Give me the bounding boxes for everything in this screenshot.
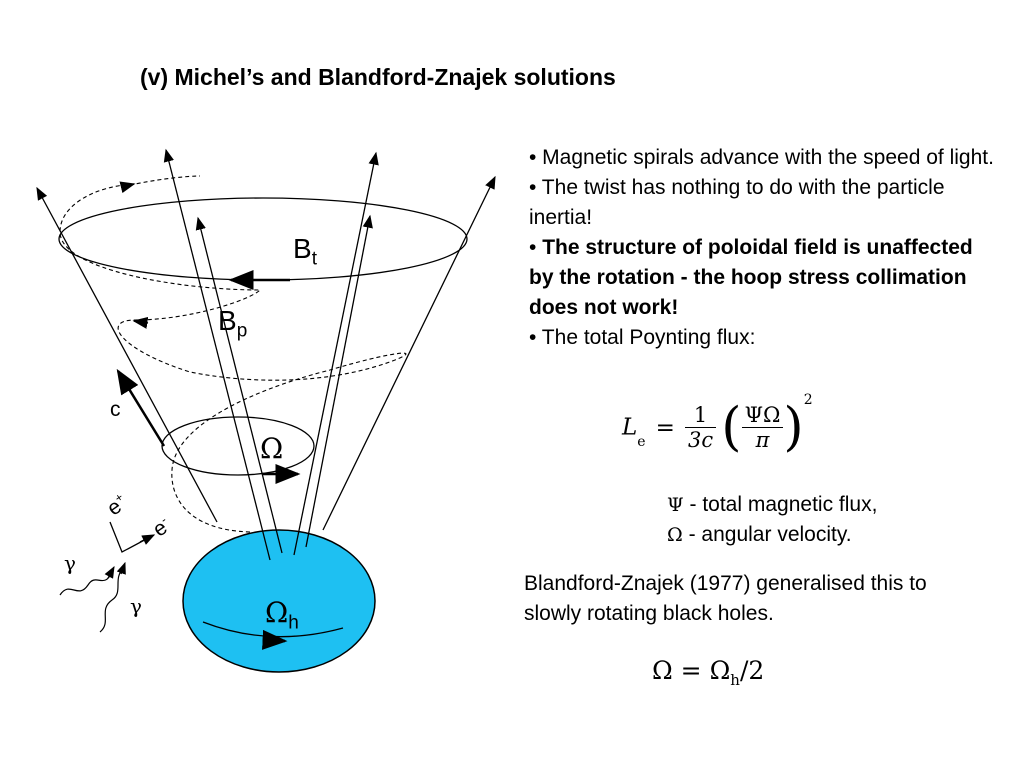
label-omega: Ω [260,432,284,465]
definition-psi-text: - total magnetic flux, [683,493,878,516]
field-line-right-2 [305,214,373,548]
formula-fraction: 1 3c [685,403,717,452]
black-hole-rotation-arrow [262,629,288,650]
label-gamma-2: γ [130,594,142,618]
formula-equals: = [655,414,675,441]
bullet-list: • Magnetic spirals advance with the spee… [529,143,999,353]
formula-frac-num: 1 [685,403,717,428]
label-c: c [110,398,121,421]
field-line-outer-left [36,186,218,523]
label-bt: Bt [293,233,317,271]
formula-inner-den: π [755,428,770,452]
bullet-3-text: The structure of poloidal field is unaff… [529,236,973,319]
lower-ring [161,416,315,476]
field-line-outer-right [322,175,496,531]
spiral-arrow-mid [132,316,149,329]
label-omega-h-main: Ω [265,596,289,629]
field-line-left-1 [163,148,271,561]
label-bt-sub: t [311,248,317,270]
definition-omega: Ω - angular velocity. [667,520,877,550]
symbol-definitions: Ψ - total magnetic flux, Ω - angular vel… [667,490,877,550]
bullet-4: • The total Poynting flux: [529,326,756,349]
formula-close-paren: ) [783,397,804,458]
formula-lhs-sub: e [637,434,646,450]
poynting-formula: Le = 1 3c ( ΨΩ π )2 [622,392,813,458]
magnetic-spiral [59,175,407,533]
pair-axes [109,521,153,553]
definition-psi: Ψ - total magnetic flux, [667,490,877,520]
label-bp-sub: p [236,320,248,342]
formula-power: 2 [803,392,813,408]
bz-formula-sub: h [730,671,740,689]
bz-formula-lhs: Ω = Ω [652,656,731,685]
bullet-3: • The structure of poloidal field is una… [529,233,999,323]
spiral-arrow-top [119,181,136,194]
label-gamma-1: γ [64,551,76,575]
formula-lhs: L [622,414,638,441]
gamma-ray-2 [99,567,125,633]
black-hole [182,529,376,673]
cone-diagram [36,148,496,673]
definition-psi-symbol: Ψ [667,494,684,516]
bullet-2: • The twist has nothing to do with the p… [529,176,945,229]
label-bp: Bp [218,305,247,343]
label-bt-main: B [293,233,312,264]
formula-inner-num: ΨΩ [741,403,784,428]
top-ring [58,197,468,281]
pair-axis-arrow [139,534,156,545]
bz-formula: Ω = Ωh/2 [652,656,764,689]
label-omega-h-sub: h [288,612,299,634]
bz-formula-rhs: /2 [739,656,765,685]
formula-frac-den: 3c [688,428,714,452]
label-bp-main: B [218,305,237,336]
bullet-3-marker: • [529,236,543,259]
bz-note: Blandford-Znajek (1977) generalised this… [524,572,927,625]
field-line-right-1 [293,151,379,556]
formula-open-paren: ( [721,397,742,458]
gamma-ray-1 [59,571,113,596]
c-arrow [116,368,166,447]
gamma-ray-2-arrow [116,561,126,575]
gamma-ray-1-arrow [104,565,115,579]
definition-omega-text: - angular velocity. [682,523,852,546]
label-omega-h: Ωh [265,596,299,635]
field-line-left-2 [195,216,283,554]
definition-omega-symbol: Ω [667,524,683,546]
formula-inner-fraction: ΨΩ π [741,403,784,452]
slide-title: (v) Michel’s and Blandford-Znajek soluti… [140,64,616,90]
bullet-1: • Magnetic spirals advance with the spee… [529,146,994,169]
